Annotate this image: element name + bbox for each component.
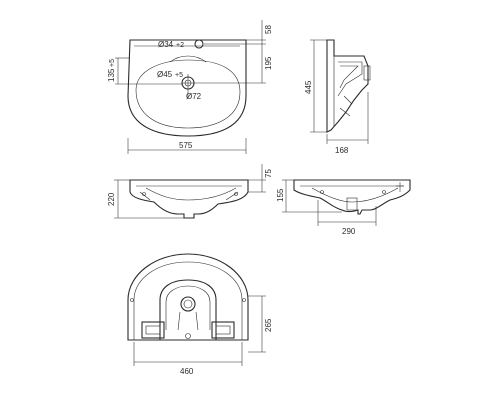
label-overall-width: 575	[179, 141, 193, 150]
bottom-view-bottom-hole	[185, 333, 191, 339]
front-section-outline	[129, 179, 249, 219]
label-mount-height: 265	[264, 318, 273, 332]
label-drain-sub: +5	[175, 72, 183, 79]
front-section-hole-left	[142, 192, 146, 196]
front-section: 220 75	[107, 164, 273, 219]
bottom-view: 460 265	[127, 253, 273, 376]
top-view-outline	[127, 39, 247, 137]
back-section-hole-1	[320, 190, 324, 194]
bottom-view-drain-inner	[183, 299, 193, 309]
side-view-bowl-line	[337, 61, 363, 97]
top-view-bowl	[135, 59, 241, 129]
bottom-view-inner-rim	[133, 261, 243, 340]
back-section-hole-2	[382, 190, 386, 194]
side-view-ribs	[339, 95, 353, 117]
bottom-view-fix-left	[130, 298, 134, 302]
label-mount-width: 460	[180, 367, 194, 376]
back-section: 155 290	[276, 179, 411, 236]
label-top-hole-diameter: Ø34	[158, 40, 174, 49]
bottom-view-fix-right	[242, 298, 246, 302]
bottom-view-mount-right-inner	[215, 325, 231, 335]
label-overall-depth: 445	[304, 80, 313, 94]
label-drain-diameter: Ø45	[157, 70, 173, 79]
back-section-drain	[346, 197, 358, 211]
label-back-width: 290	[342, 227, 356, 236]
side-view-overflow	[363, 65, 371, 81]
top-view: Ø34 +2 Ø45 +5 Ø72 135 +5 575 58 195	[107, 20, 273, 154]
label-front-rim: 75	[264, 169, 273, 178]
front-section-bowl	[145, 187, 237, 201]
label-left-height-sub: +5	[109, 59, 116, 67]
label-bowl-diameter: Ø72	[186, 92, 202, 101]
back-section-bowl	[311, 187, 399, 203]
top-view-tap-hole	[194, 39, 204, 49]
side-view: 445 168	[304, 39, 371, 155]
bottom-view-drain	[180, 296, 196, 312]
label-back-height: 155	[276, 188, 285, 202]
bottom-view-ribs	[177, 311, 199, 331]
label-rim-depth: 58	[264, 25, 273, 34]
front-section-hole-right	[234, 192, 238, 196]
bottom-view-mount-right	[211, 321, 235, 339]
top-view-overflow-curve	[169, 55, 207, 63]
label-top-hole-sub: +2	[176, 42, 184, 49]
side-view-outline	[326, 39, 369, 133]
front-section-walls	[139, 191, 239, 201]
label-front-height: 220	[107, 192, 116, 206]
bottom-view-pedestal-inner	[165, 285, 211, 330]
label-left-height: 135	[107, 68, 116, 82]
bottom-view-mount-left	[141, 321, 165, 339]
bottom-view-outline	[127, 253, 249, 341]
side-view-bowl-inner	[339, 65, 359, 89]
bottom-view-mount-left-inner	[145, 325, 161, 335]
bottom-view-pedestal	[159, 279, 217, 340]
label-side-height: 168	[335, 146, 349, 155]
label-hole-to-drain: 195	[264, 56, 273, 70]
back-section-outline	[293, 179, 411, 215]
